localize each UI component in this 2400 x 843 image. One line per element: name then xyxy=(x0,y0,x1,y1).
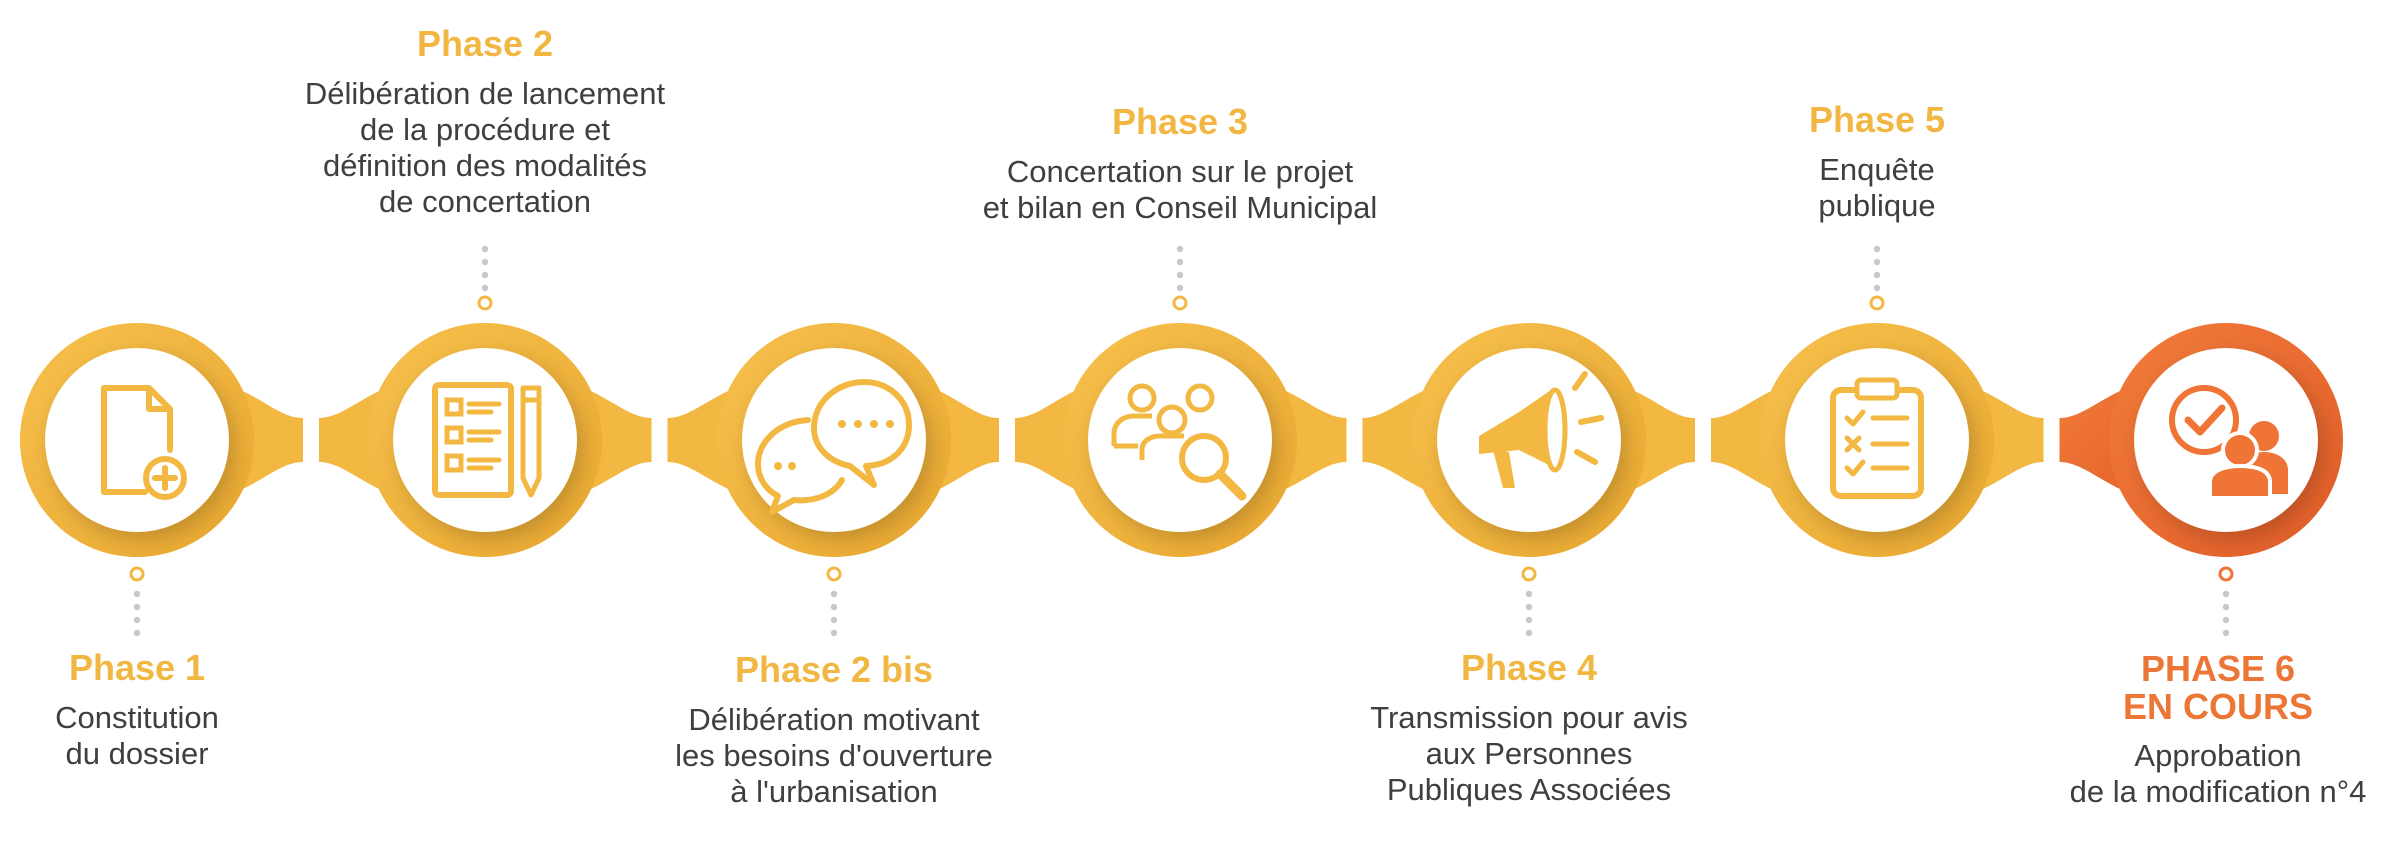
phase-4-description: Transmission pour avis aux Personnes Pub… xyxy=(1370,700,1688,807)
phase-4-leader-dot xyxy=(1176,245,1184,253)
phase-5-description: Enquête publique xyxy=(1818,152,1936,223)
phase-4-leader-dot xyxy=(1176,271,1184,279)
phase-6-marker xyxy=(1869,295,1885,311)
phase-3-label: Phase 3 Concertation sur le projet et bi… xyxy=(950,102,1410,226)
phase-4-title: Phase 4 xyxy=(1460,647,1598,688)
phase-2-label: Phase 2 Délibération de lancement de la … xyxy=(255,24,715,220)
phase-2bis-title: Phase 2 bis xyxy=(734,649,934,690)
phase-2-leader-dot xyxy=(481,258,489,266)
clipboard-checklist-icon xyxy=(1830,377,1924,499)
phase-4-label: Phase 4 Transmission pour avis aux Perso… xyxy=(1299,648,1759,808)
phase-7-leader-dot xyxy=(2222,629,2230,637)
phase-1-leader-dot xyxy=(133,590,141,598)
phase-2-description: Délibération de lancement de la procédur… xyxy=(304,76,666,219)
phase-4-marker xyxy=(1172,295,1188,311)
megaphone-icon xyxy=(1479,371,1604,488)
phase-2bis-label: Phase 2 bis Délibération motivant les be… xyxy=(604,650,1064,810)
phase-5-title: Phase 5 xyxy=(1808,99,1946,140)
form-checklist-pencil-icon xyxy=(432,382,542,498)
phase-6-leader-dot xyxy=(1873,245,1881,253)
phase-1-label: Phase 1 Constitution du dossier xyxy=(0,648,367,772)
phase-3-leader-dot xyxy=(830,629,838,637)
phase-4-leader-dot xyxy=(1176,284,1184,292)
phase-1-leader-dot xyxy=(133,629,141,637)
phase-6-leader-dot xyxy=(1873,271,1881,279)
phase-1-marker xyxy=(129,566,145,582)
chat-bubbles-icon xyxy=(755,379,912,515)
phase-5-leader-dot xyxy=(1525,629,1533,637)
phase-7-leader-dot xyxy=(2222,616,2230,624)
phase-7-leader-dot xyxy=(2222,590,2230,598)
document-add-icon xyxy=(101,385,187,500)
people-search-icon xyxy=(1111,383,1247,501)
phase-2-marker xyxy=(477,295,493,311)
phase-2bis-description: Délibération motivant les besoins d'ouve… xyxy=(675,702,993,809)
phase-6-title: PHASE 6 EN COURS xyxy=(2122,648,2314,727)
phase-6-leader-dot xyxy=(1873,258,1881,266)
phase-5-leader-dot xyxy=(1525,590,1533,598)
phase-1-leader-dot xyxy=(133,603,141,611)
phase-3-leader-dot xyxy=(830,603,838,611)
phase-6-disc xyxy=(1785,348,1969,532)
phase-6-label: PHASE 6 EN COURS Approbation de la modif… xyxy=(1988,650,2400,810)
phase-2-leader-dot xyxy=(481,245,489,253)
phase-5-leader-dot xyxy=(1525,616,1533,624)
phase-7-leader-dot xyxy=(2222,603,2230,611)
phase-3-description: Concertation sur le projet et bilan en C… xyxy=(982,154,1378,225)
phase-1-leader-dot xyxy=(133,616,141,624)
phase-3-marker xyxy=(826,566,842,582)
phase-7-marker xyxy=(2218,566,2234,582)
phase-1-description: Constitution du dossier xyxy=(55,700,219,771)
phase-1-disc xyxy=(45,348,229,532)
phase-5-label: Phase 5 Enquête publique xyxy=(1647,100,2107,224)
phase-2-leader-dot xyxy=(481,284,489,292)
phase-1-title: Phase 1 xyxy=(68,647,206,688)
phase-5-leader-dot xyxy=(1525,603,1533,611)
phase-6-leader-dot xyxy=(1873,284,1881,292)
phase-2-title: Phase 2 xyxy=(416,23,554,64)
phase-3-leader-dot xyxy=(830,616,838,624)
phase-6-description: Approbation de la modification n°4 xyxy=(2069,738,2367,809)
phase-3-title: Phase 3 xyxy=(1111,101,1249,142)
phase-4-leader-dot xyxy=(1176,258,1184,266)
users-check-icon xyxy=(2169,385,2288,500)
phase-3-leader-dot xyxy=(830,590,838,598)
phase-5-marker xyxy=(1521,566,1537,582)
phase-2-leader-dot xyxy=(481,271,489,279)
